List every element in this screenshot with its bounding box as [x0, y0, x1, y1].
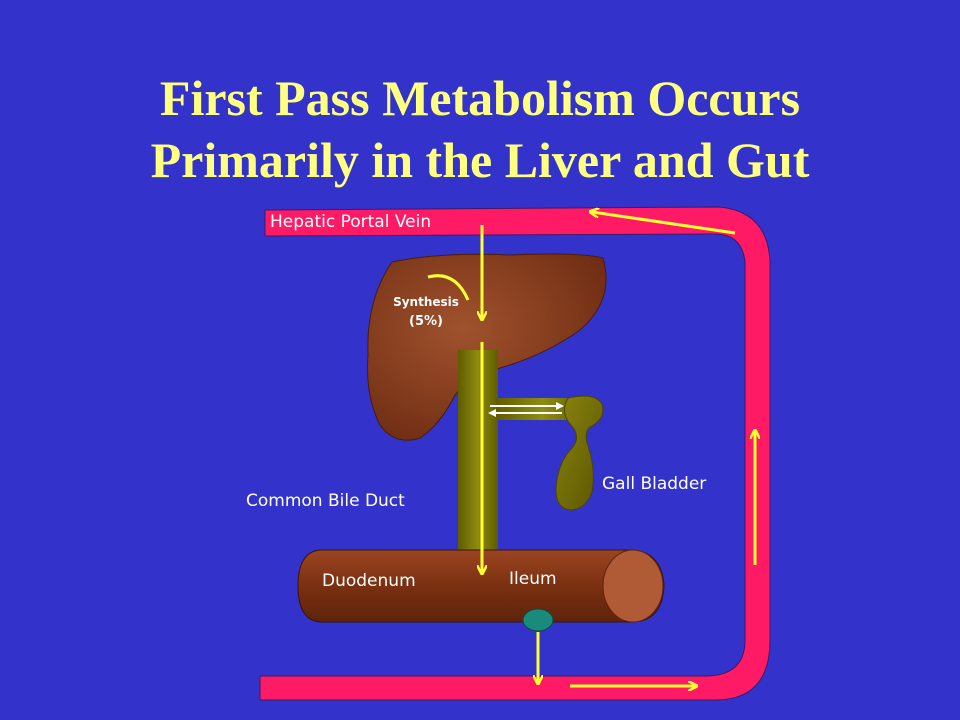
- synthesis-label: Synthesis: [393, 295, 459, 309]
- absorption-node: [522, 608, 554, 632]
- portal-vein-label: Hepatic Portal Vein: [270, 212, 431, 232]
- synthesis-percent-label: (5%): [409, 314, 443, 329]
- common-bile-duct-label: Common Bile Duct: [246, 491, 405, 511]
- duodenum-label: Duodenum: [322, 571, 416, 591]
- vein-flow-left-arrow: [592, 212, 736, 235]
- gall-bladder-label: Gall Bladder: [602, 474, 706, 494]
- hepatic-portal-vein: [259, 206, 771, 701]
- synthesis-arrow: [427, 274, 470, 301]
- gall-bladder: [555, 395, 604, 511]
- intestine-end: [602, 549, 664, 623]
- ileum-label: Ileum: [509, 569, 557, 589]
- common-bile-duct: [458, 350, 498, 555]
- slide-title-line-1: First Pass Metabolism Occurs: [159, 70, 801, 126]
- slide-title-line-2: Primarily in the Liver and Gut: [150, 132, 810, 188]
